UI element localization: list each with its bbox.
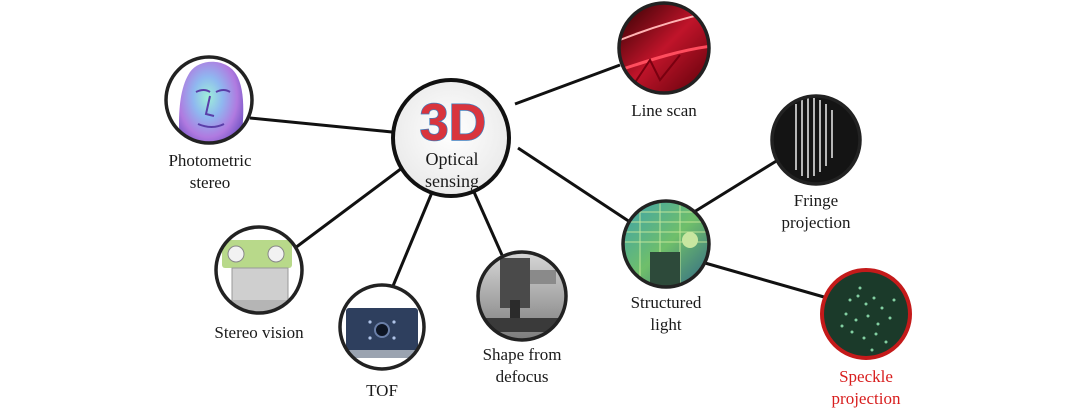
- label-shape-from-defocus: Shape from defocus: [482, 345, 562, 386]
- label-optical-sensing: Optical sensing: [425, 149, 479, 191]
- connector-defocus: [472, 191, 504, 256]
- label-line-scan: Line scan: [631, 101, 697, 120]
- fringe-image: [772, 96, 860, 184]
- node-photometric-stereo: [164, 55, 254, 145]
- node-stereo-vision: [214, 225, 304, 315]
- label-tof: TOF: [366, 381, 398, 400]
- structured-light-image: [623, 201, 709, 287]
- node-line-scan: [617, 1, 711, 95]
- label-speckle-projection: Speckle projection: [831, 367, 901, 408]
- stereo-camera-image: [216, 227, 302, 313]
- connector-structured: [517, 146, 631, 224]
- connector-lines: [249, 63, 825, 299]
- node-structured-light: [621, 199, 711, 289]
- logo-3d: 3D: [420, 94, 486, 152]
- node-tof: [338, 283, 426, 371]
- connector-fringe: [693, 158, 779, 214]
- speckle-image: [822, 270, 910, 358]
- node-optical-sensing: 3D: [391, 78, 511, 198]
- label-fringe-projection: Fringe projection: [781, 191, 851, 232]
- label-structured-light: Structured light: [630, 293, 702, 334]
- microscope-image: [478, 252, 566, 340]
- node-speckle-projection: [820, 268, 912, 360]
- connector-speckle: [704, 261, 825, 299]
- tof-sensor-image: [340, 285, 424, 369]
- connector-tof: [391, 189, 435, 287]
- face-image: [166, 57, 252, 143]
- label-stereo-vision: Stereo vision: [214, 323, 304, 342]
- connector-photometric: [249, 116, 393, 134]
- label-photometric-stereo: Photometric stereo: [168, 151, 252, 192]
- node-fringe-projection: [770, 94, 862, 186]
- connector-line-scan: [514, 63, 621, 106]
- node-shape-from-defocus: [476, 250, 568, 342]
- connector-stereo-vision: [294, 166, 403, 250]
